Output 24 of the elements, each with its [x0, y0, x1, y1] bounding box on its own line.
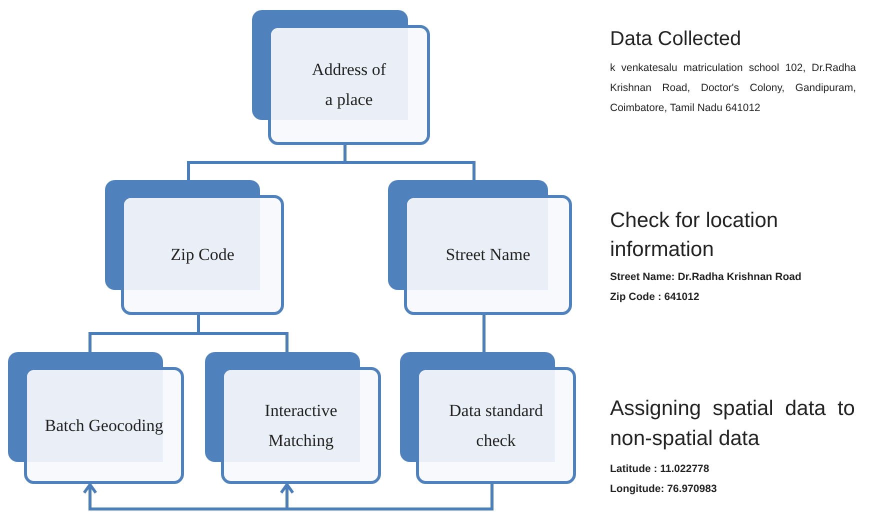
card-text: Batch Geocoding [44, 414, 164, 437]
connector-line [344, 145, 476, 180]
info-text: Zip Code : 641012 [610, 290, 700, 305]
heading: Assigning spatial data to non-spatial data [610, 396, 855, 452]
connector-line [197, 315, 288, 352]
card-text: Street Name [446, 244, 530, 266]
stacked-card [205, 352, 381, 484]
card-text: Data standard check [448, 400, 544, 452]
stacked-card [388, 180, 572, 315]
connector-line [482, 315, 486, 352]
heading: Data Collected [610, 27, 742, 52]
stacked-card [105, 180, 284, 315]
info-text: Latitude : 11.022778 [610, 462, 710, 477]
info-text: Street Name: Dr.Radha Krishnan Road [610, 270, 802, 285]
stacked-card [8, 352, 184, 484]
arrow [280, 483, 494, 510]
card-text: Address of a place [310, 59, 388, 111]
stacked-card [400, 352, 576, 484]
heading: Check for location information [610, 208, 780, 263]
card-text: Interactive Matching [264, 400, 338, 452]
info-text: k venkatesalu matriculation school 102, Dr.Radha Krishnan Road, Doctor's Colony, Gandipuram, Coimbatore, Tamil Nadu 641012 [610, 61, 856, 116]
card-text: Zip Code [170, 244, 234, 266]
stacked-card [252, 10, 430, 145]
info-text: Longitude: 76.970983 [610, 482, 718, 497]
